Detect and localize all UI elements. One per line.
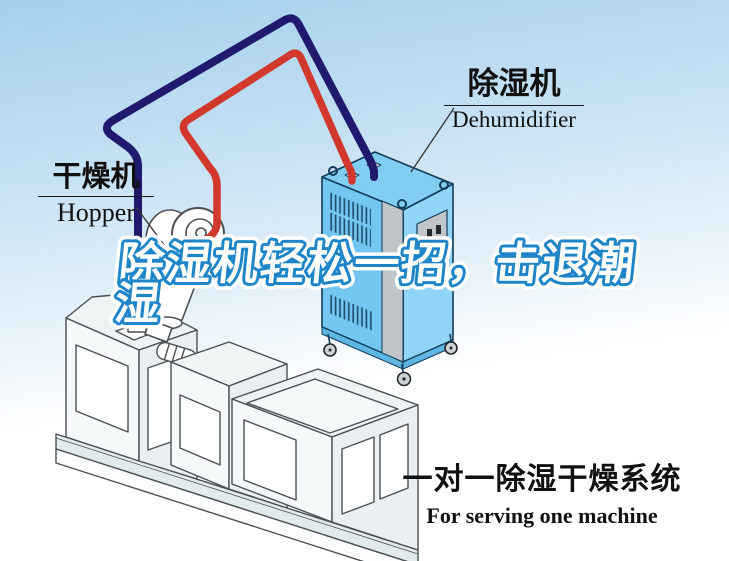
panel-window	[75, 344, 129, 433]
headline-halo-text: 除湿机轻松一招，击退潮湿	[112, 238, 638, 329]
eye-bolt	[328, 166, 338, 176]
dehumidifier-label-en: Dehumidifier	[452, 106, 576, 132]
machine-base	[55, 433, 419, 561]
hopper-cone	[149, 269, 199, 327]
panel-window	[379, 423, 409, 500]
dehumidifier-label: 除湿机 Dehumidifier	[444, 67, 584, 132]
eye-bolt	[397, 199, 407, 209]
caster-wheel	[444, 333, 458, 355]
dehumidifier-top-face	[321, 151, 454, 211]
panel-knob	[435, 238, 439, 242]
hopper-pointer-line	[135, 206, 174, 258]
hopper-neck	[144, 319, 173, 343]
hopper-label-en: Hopper	[57, 198, 135, 228]
system-caption: 一对一除湿干燥系统 For serving one machine	[388, 454, 696, 529]
panel-display	[427, 229, 432, 238]
headline-text: 除湿机轻松一招，击退潮湿	[112, 238, 638, 329]
hopper-dryer-illustration	[144, 207, 225, 343]
return-air-pipe	[103, 14, 378, 266]
dry-air-supply-pipe	[179, 49, 356, 244]
system-caption-en: For serving one machine	[426, 503, 658, 528]
eye-bolt	[439, 180, 449, 190]
panel-window	[243, 419, 297, 501]
panel-window	[179, 394, 221, 466]
vent-grille	[329, 192, 371, 226]
vent-grille	[329, 212, 371, 247]
system-caption-zh: 一对一除湿干燥系统	[402, 463, 682, 496]
caster-wheel	[396, 363, 412, 387]
caster-wheel	[323, 333, 337, 357]
hopper-blower-hub	[195, 227, 207, 239]
vent-grille	[329, 294, 373, 331]
clamp-box-top-recess	[246, 378, 399, 434]
panel-display	[436, 225, 441, 234]
panel-knob	[426, 242, 430, 246]
hopper-label-zh: 干燥机	[38, 162, 154, 198]
panel-window	[341, 436, 375, 515]
dehumidifier-illustration	[321, 151, 458, 387]
dehumidifier-label-zh: 除湿机	[444, 67, 584, 106]
hopper-label: 干燥机 Hopper	[38, 162, 154, 227]
dehumidifier-pointer-line	[410, 107, 455, 173]
